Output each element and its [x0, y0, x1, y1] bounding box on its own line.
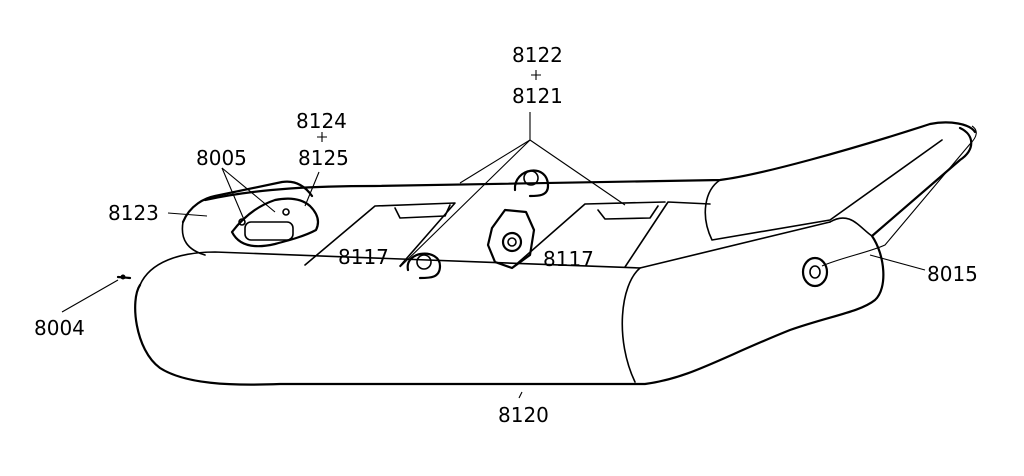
boat-drawing — [116, 121, 977, 386]
motor-mount — [230, 197, 320, 248]
label-8123: 8123 — [108, 201, 159, 225]
floor-seats — [304, 201, 711, 269]
label-8004: 8004 — [34, 316, 85, 340]
bow-tube-contour — [829, 217, 873, 237]
center-valve — [486, 208, 536, 270]
label-8117-right: 8117 — [543, 247, 594, 271]
label-8005: 8005 — [196, 146, 247, 170]
label-8121: 8121 — [512, 84, 563, 108]
hull-tube-far — [203, 121, 977, 202]
transom-side — [181, 221, 206, 256]
far-tube-inner — [704, 139, 943, 241]
label-8015: 8015 — [927, 262, 978, 286]
label-8124: 8124 — [296, 109, 347, 133]
label-8122: 8122 — [512, 43, 563, 67]
stern-oarlock — [244, 221, 294, 241]
d-ring-top — [513, 169, 550, 198]
transom — [181, 180, 314, 224]
tube-seam — [621, 267, 641, 383]
hull-tube-top — [139, 221, 831, 286]
d-ring-side — [406, 252, 442, 280]
hull-tube-front — [134, 126, 973, 386]
callout-labels: 8122 8121 8124 8125 8005 8123 8004 8117 … — [34, 43, 978, 427]
pin-part — [116, 274, 132, 280]
label-8125: 8125 — [298, 146, 349, 170]
lifeline-rope — [821, 125, 977, 267]
label-8117-left: 8117 — [338, 245, 389, 269]
leader-lines — [61, 70, 926, 399]
stern-grommet-right — [282, 208, 290, 216]
bow-valve — [801, 256, 829, 288]
label-8120: 8120 — [498, 403, 549, 427]
